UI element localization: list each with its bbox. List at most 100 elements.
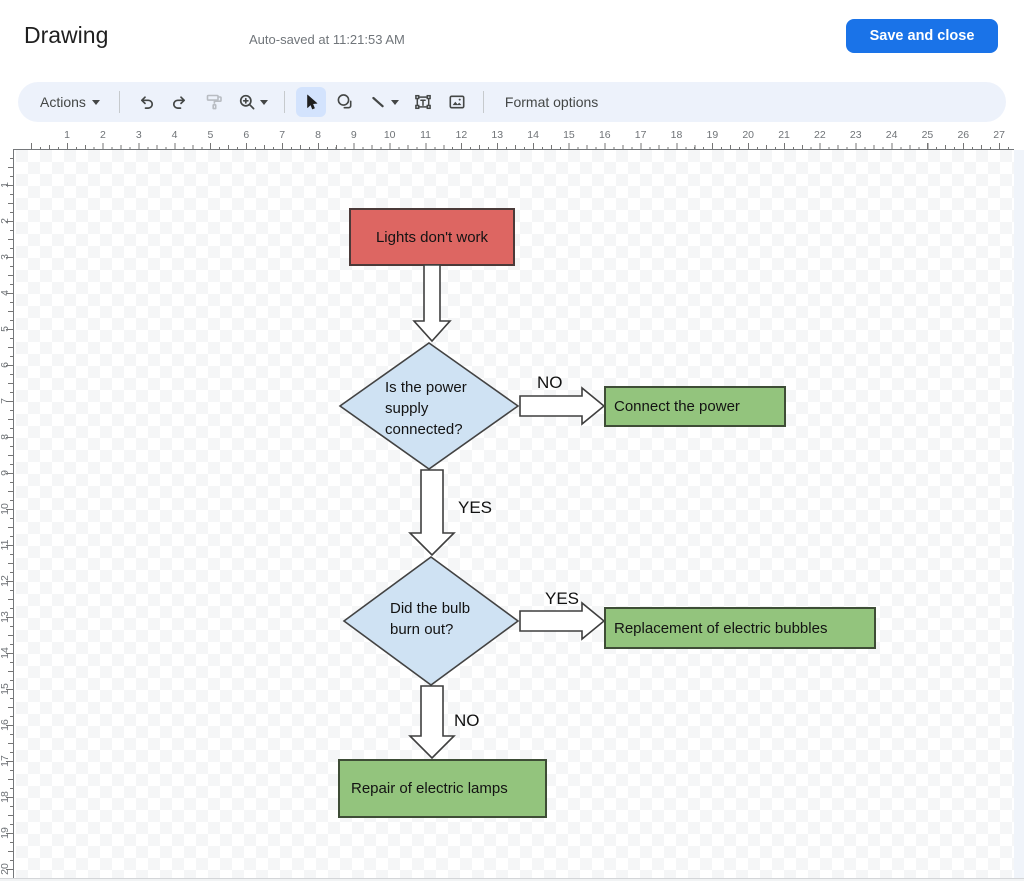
ruler-number: 14 bbox=[527, 129, 539, 141]
zoom-tool-button[interactable] bbox=[233, 87, 273, 117]
ruler-number: 12 bbox=[455, 129, 468, 141]
line-tool-button[interactable] bbox=[364, 87, 404, 117]
connector-label-no-1[interactable]: NO bbox=[537, 373, 563, 392]
toolbar-divider bbox=[118, 91, 120, 113]
redo-button[interactable] bbox=[165, 87, 195, 117]
decision-1-line2: supply bbox=[385, 400, 429, 417]
ruler-number: 12 bbox=[0, 575, 11, 587]
ruler-number: 21 bbox=[778, 129, 790, 141]
ruler-number: 19 bbox=[0, 827, 11, 839]
ruler-number: 1 bbox=[0, 182, 11, 188]
autosave-status: Auto-saved at 11:21:53 AM bbox=[249, 32, 405, 47]
ruler-number: 13 bbox=[0, 611, 11, 623]
shape-icon bbox=[337, 94, 352, 109]
start-label[interactable]: Lights don't work bbox=[375, 228, 489, 246]
ruler-number: 26 bbox=[957, 129, 970, 141]
bottom-edge bbox=[0, 878, 1024, 881]
ruler-number: 16 bbox=[598, 129, 611, 141]
ruler-number: 4 bbox=[0, 290, 11, 296]
ruler-number: 7 bbox=[0, 398, 11, 404]
ruler-number: 8 bbox=[315, 129, 321, 141]
ruler-number: 27 bbox=[993, 129, 1005, 141]
header: Drawing Auto-saved at 11:21:53 AM Save a… bbox=[0, 0, 1024, 80]
ruler-number: 2 bbox=[0, 218, 11, 224]
toolbar-divider bbox=[482, 91, 484, 113]
ruler-number: 2 bbox=[99, 129, 106, 141]
line-icon bbox=[372, 96, 385, 108]
image-icon bbox=[449, 95, 465, 109]
decision-1-line1: Is the power bbox=[385, 379, 467, 396]
shape-process-1[interactable] bbox=[604, 386, 786, 427]
save-and-close-button[interactable]: Save and close bbox=[846, 19, 998, 53]
ruler-number: 5 bbox=[207, 129, 214, 141]
ruler-number: 20 bbox=[742, 129, 755, 141]
select-cursor-icon bbox=[307, 94, 318, 110]
paint-format-button[interactable] bbox=[199, 87, 229, 117]
shape-process-2[interactable] bbox=[604, 607, 876, 649]
connector-arrow-down-3[interactable] bbox=[408, 685, 456, 760]
ruler-number: 22 bbox=[814, 129, 826, 141]
shape-tool-button[interactable] bbox=[330, 87, 360, 117]
ruler-number: 17 bbox=[634, 129, 647, 141]
ruler-number: 9 bbox=[0, 470, 11, 476]
chevron-down-icon bbox=[260, 99, 269, 105]
ruler-number: 11 bbox=[0, 539, 11, 551]
toolbar-divider bbox=[283, 91, 285, 113]
ruler-number: 14 bbox=[0, 647, 11, 659]
process-2-label[interactable]: Replacement of electric bubbles bbox=[614, 619, 828, 637]
shape-decision-1[interactable] bbox=[338, 342, 520, 470]
undo-icon bbox=[140, 96, 153, 109]
ruler-number: 20 bbox=[0, 863, 11, 875]
shape-process-3[interactable] bbox=[338, 759, 547, 818]
shape-start-terminator[interactable] bbox=[349, 208, 515, 266]
ruler-number: 6 bbox=[243, 129, 250, 141]
ruler-number: 6 bbox=[0, 362, 11, 368]
toolbar: Actions bbox=[18, 82, 1006, 122]
text-box-tool-button[interactable] bbox=[408, 87, 438, 117]
ruler-number: 1 bbox=[64, 129, 70, 141]
ruler-number: 13 bbox=[491, 129, 504, 141]
actions-menu-button[interactable]: Actions bbox=[32, 87, 108, 117]
decision-1-label[interactable]: Is the power supply connected? bbox=[385, 377, 503, 440]
image-tool-button[interactable] bbox=[442, 87, 472, 117]
ruler-number: 11 bbox=[420, 129, 431, 141]
connector-arrow-down-2[interactable] bbox=[408, 469, 456, 557]
select-tool-button[interactable] bbox=[295, 87, 326, 117]
ruler-number: 3 bbox=[0, 254, 11, 260]
ruler-number: 4 bbox=[171, 129, 178, 141]
chevron-down-icon bbox=[391, 99, 400, 105]
decision-1-line3: connected? bbox=[385, 421, 463, 438]
ruler-number: 17 bbox=[0, 755, 11, 767]
drawing-canvas[interactable]: Lights don't work Is the power supply co… bbox=[16, 150, 1014, 881]
connector-arrow-right-1[interactable] bbox=[519, 386, 606, 426]
process-3-label[interactable]: Repair of electric lamps bbox=[351, 780, 508, 797]
ruler-number: 15 bbox=[0, 683, 11, 695]
connector-arrow-right-2[interactable] bbox=[519, 601, 606, 641]
decision-2-label[interactable]: Did the bulb burn out? bbox=[390, 598, 508, 640]
ruler-number: 10 bbox=[383, 129, 396, 141]
connector-label-yes-1[interactable]: YES bbox=[458, 498, 493, 517]
connector-label-yes-2[interactable]: YES bbox=[545, 589, 580, 608]
redo-icon bbox=[172, 96, 185, 109]
chevron-down-icon bbox=[91, 99, 100, 105]
shape-decision-2[interactable] bbox=[342, 556, 520, 686]
decision-2-line1: Did the bulb bbox=[390, 600, 471, 617]
ruler-number: 8 bbox=[0, 434, 11, 440]
paint-format-icon bbox=[206, 94, 222, 110]
actions-menu-label: Actions bbox=[40, 94, 86, 110]
decision-2-line2: burn out? bbox=[390, 621, 454, 638]
ruler-number: 10 bbox=[0, 503, 11, 515]
ruler-number: 16 bbox=[0, 719, 11, 731]
ruler-number: 23 bbox=[849, 129, 862, 141]
format-options-button[interactable]: Format options bbox=[504, 94, 599, 110]
ruler-number: 7 bbox=[279, 129, 286, 141]
undo-button[interactable] bbox=[131, 87, 161, 117]
connector-arrow-down-1[interactable] bbox=[412, 264, 452, 343]
ruler-number: 18 bbox=[670, 129, 683, 141]
process-1-label[interactable]: Connect the power bbox=[614, 398, 740, 415]
ruler-number: 18 bbox=[0, 791, 11, 803]
ruler-number: 9 bbox=[350, 129, 357, 141]
ruler-number: 15 bbox=[563, 129, 575, 141]
connector-label-no-2[interactable]: NO bbox=[454, 711, 480, 730]
